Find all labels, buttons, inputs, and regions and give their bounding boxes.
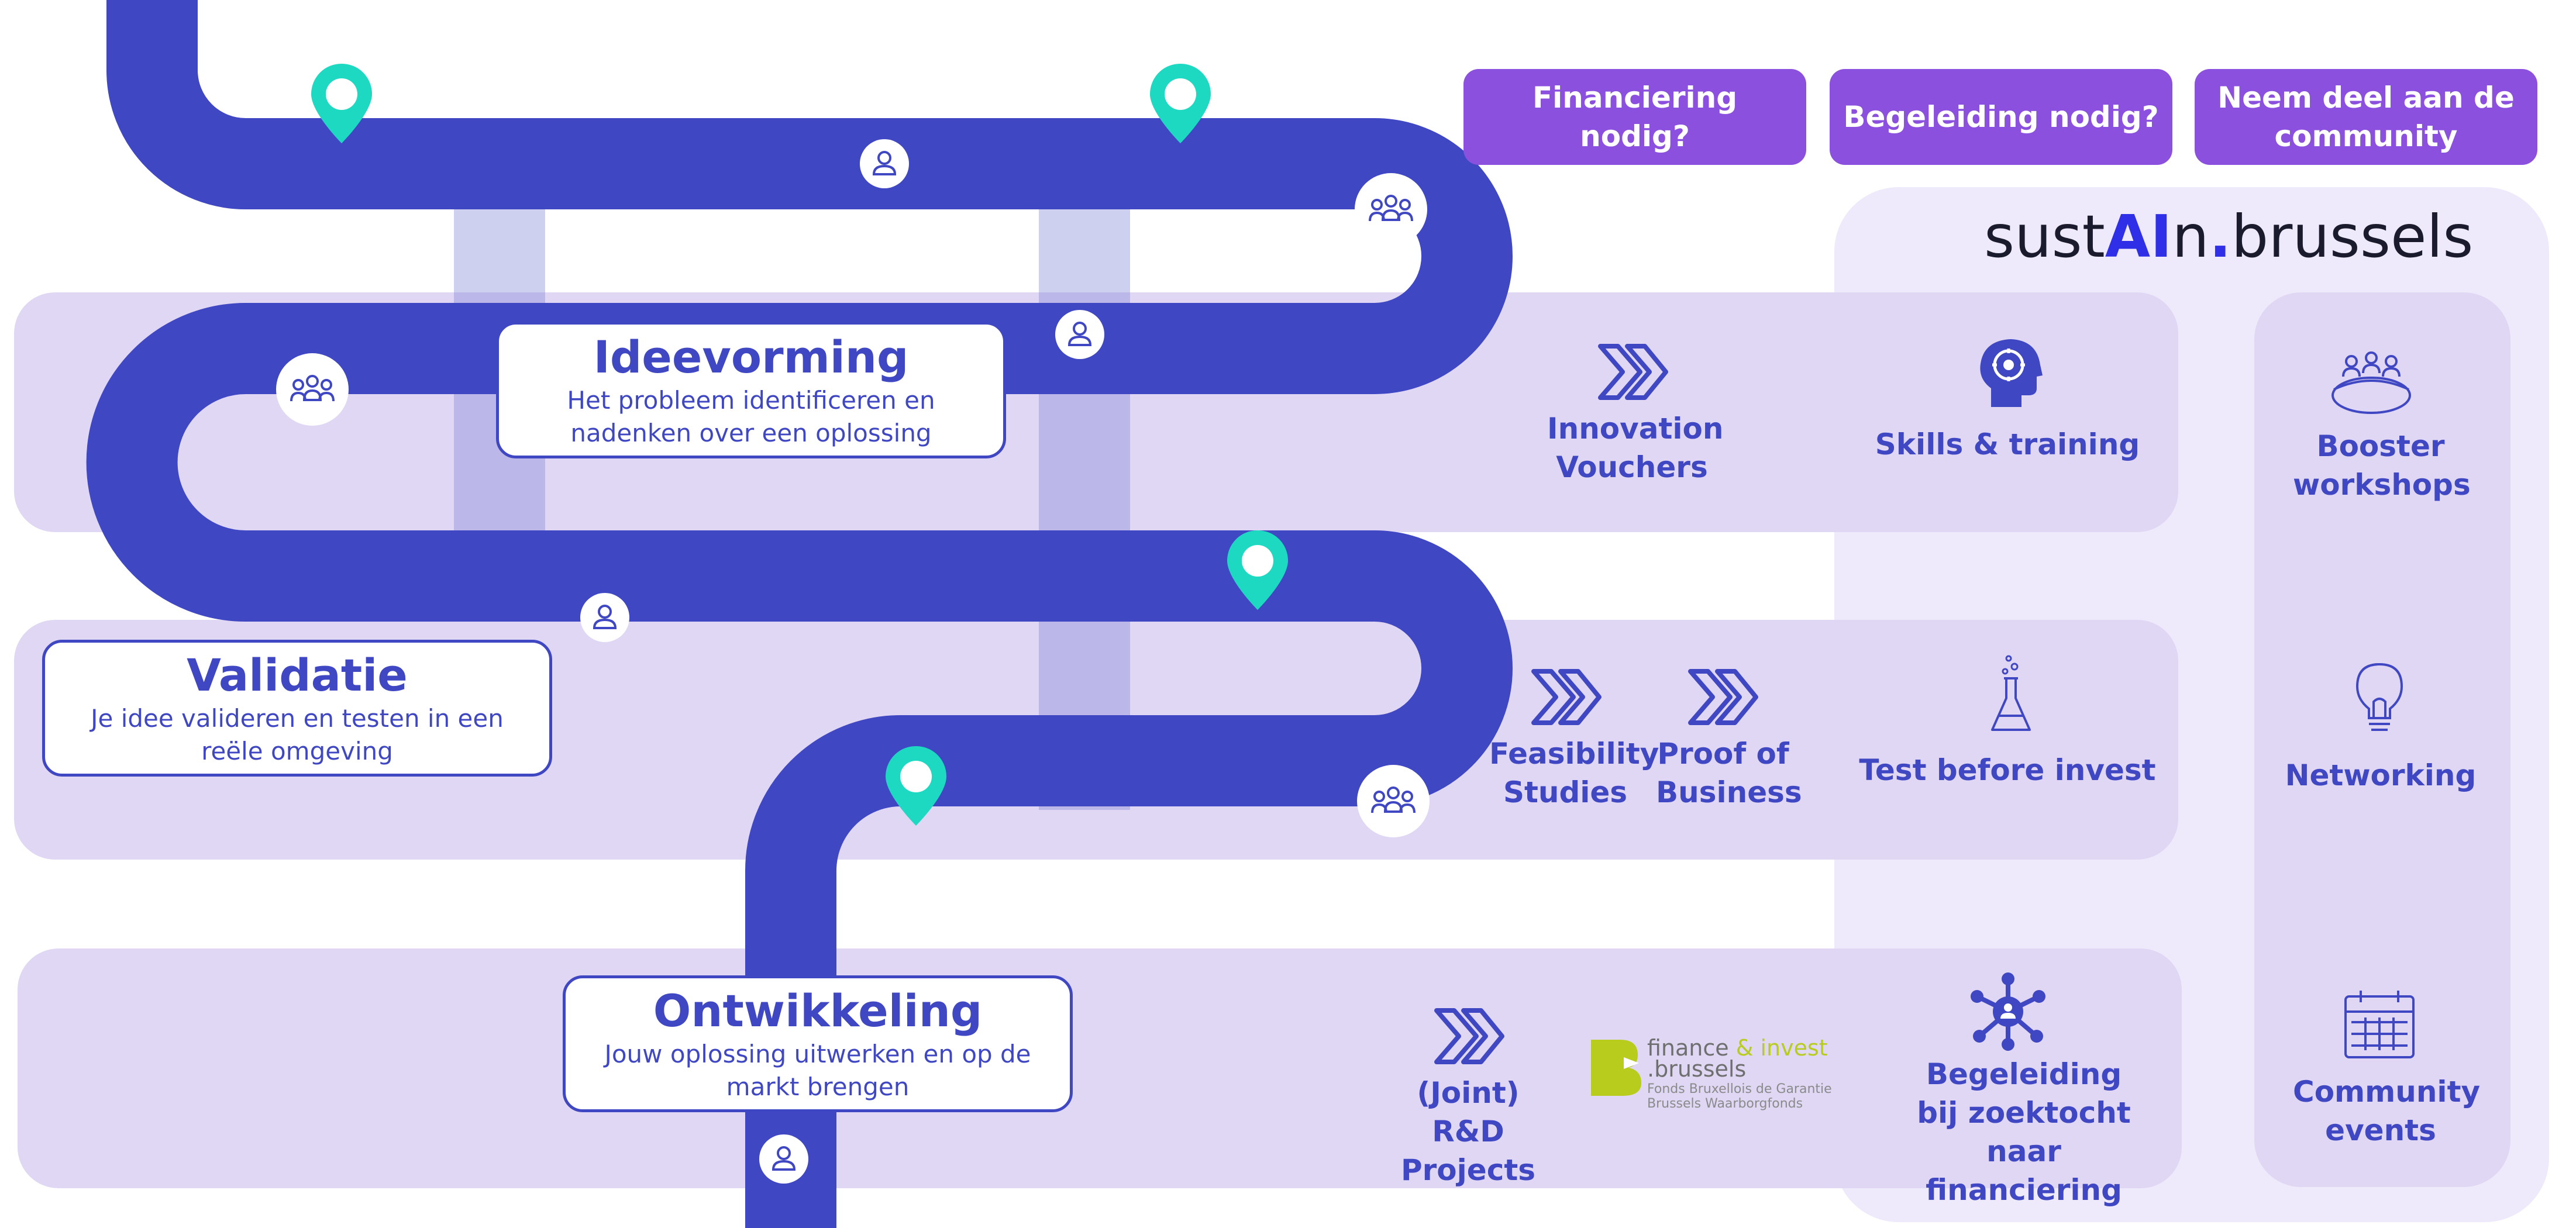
group-icon xyxy=(276,353,349,426)
finance-invest-b-mark xyxy=(1591,1040,1641,1096)
brain-head-icon xyxy=(1980,339,2043,407)
stage-card-validation: Validatie Je idee valideren en testen in… xyxy=(42,640,552,777)
stage-description: Jouw oplossing uitwerken en op de markt … xyxy=(604,1040,1031,1101)
financing-cta-button[interactable]: Financiering nodig? xyxy=(1463,69,1806,165)
rd-projects-label: (Joint) R&D Projects xyxy=(1400,1076,1535,1187)
sustain-brussels-logo: sustAIn.brussels xyxy=(1984,202,2473,271)
map-pin-icon xyxy=(1227,530,1288,610)
stage-card-ideation: Ideevorming Het probleem identificeren e… xyxy=(496,322,1006,458)
brand-text: sust xyxy=(1984,202,2105,271)
guidance-cta-button[interactable]: Begeleiding nodig? xyxy=(1830,69,2172,165)
stage-card-development: Ontwikkeling Jouw oplossing uitwerken en… xyxy=(563,975,1073,1112)
calendar-icon xyxy=(2344,991,2415,1058)
stage-title: Validatie xyxy=(187,649,408,701)
double-chevron-icon xyxy=(1434,1008,1504,1064)
meeting-table-icon xyxy=(2332,351,2411,414)
person-icon xyxy=(860,139,909,188)
map-pin-icon xyxy=(886,746,946,826)
community-cta-button[interactable]: Neem deel aan de community xyxy=(2195,69,2537,165)
innovation-vouchers-label: Innovation Vouchers xyxy=(1547,412,1724,484)
person-icon xyxy=(759,1134,808,1184)
brand-text: brussels xyxy=(2231,202,2474,271)
person-icon xyxy=(580,593,629,642)
group-icon xyxy=(1357,765,1430,837)
double-chevron-icon xyxy=(1531,669,1602,725)
booster-workshops-label: Booster workshops xyxy=(2293,429,2471,502)
finance-invest-name: finance & invest xyxy=(1647,1035,1832,1061)
brand-text: n xyxy=(2172,202,2209,271)
finance-invest-subtitle: Brussels Waarborgfonds xyxy=(1647,1096,1803,1111)
skills-training-label: Skills & training xyxy=(1875,427,2140,461)
community-events-label: Community events xyxy=(2293,1075,2481,1147)
brand-text: AI xyxy=(2105,202,2172,271)
network-icon xyxy=(1971,972,2045,1051)
stage-title: Ontwikkeling xyxy=(653,985,983,1037)
finance-invest-word: & invest xyxy=(1735,1035,1828,1061)
finance-invest-brussels-logo: finance & invest .brussels Fonds Bruxell… xyxy=(1589,1035,1834,1117)
brand-text: . xyxy=(2209,202,2231,271)
person-icon xyxy=(1055,310,1104,359)
networking-label: Networking xyxy=(2285,758,2477,792)
band-development xyxy=(18,948,2182,1188)
proof-of-business-label: Proof of Business xyxy=(1656,737,1802,809)
map-pin-icon xyxy=(311,64,372,143)
test-before-invest-label: Test before invest xyxy=(1859,753,2156,787)
double-chevron-icon xyxy=(1688,669,1758,725)
stage-description: Je idee valideren en testen in een reële… xyxy=(91,704,504,765)
financing-search-label: Begeleiding bij zoektocht naar financier… xyxy=(1917,1057,2131,1207)
community-column xyxy=(2254,292,2510,1187)
lightbulb-icon xyxy=(2355,663,2403,731)
map-pin-icon xyxy=(1150,64,1211,143)
finance-invest-word: finance xyxy=(1647,1035,1729,1061)
double-chevron-icon xyxy=(1598,344,1668,400)
feasibility-studies-label: Feasibility Studies xyxy=(1489,737,1659,809)
finance-invest-subtitle: Fonds Bruxellois de Garantie xyxy=(1647,1082,1832,1096)
stage-title: Ideevorming xyxy=(593,331,909,383)
stage-description: Het probleem identificeren en nadenken o… xyxy=(567,386,935,447)
flask-icon xyxy=(1991,655,2031,731)
road-path xyxy=(86,0,1513,1228)
finance-invest-word: .brussels xyxy=(1647,1056,1747,1082)
group-icon xyxy=(1355,173,1427,246)
